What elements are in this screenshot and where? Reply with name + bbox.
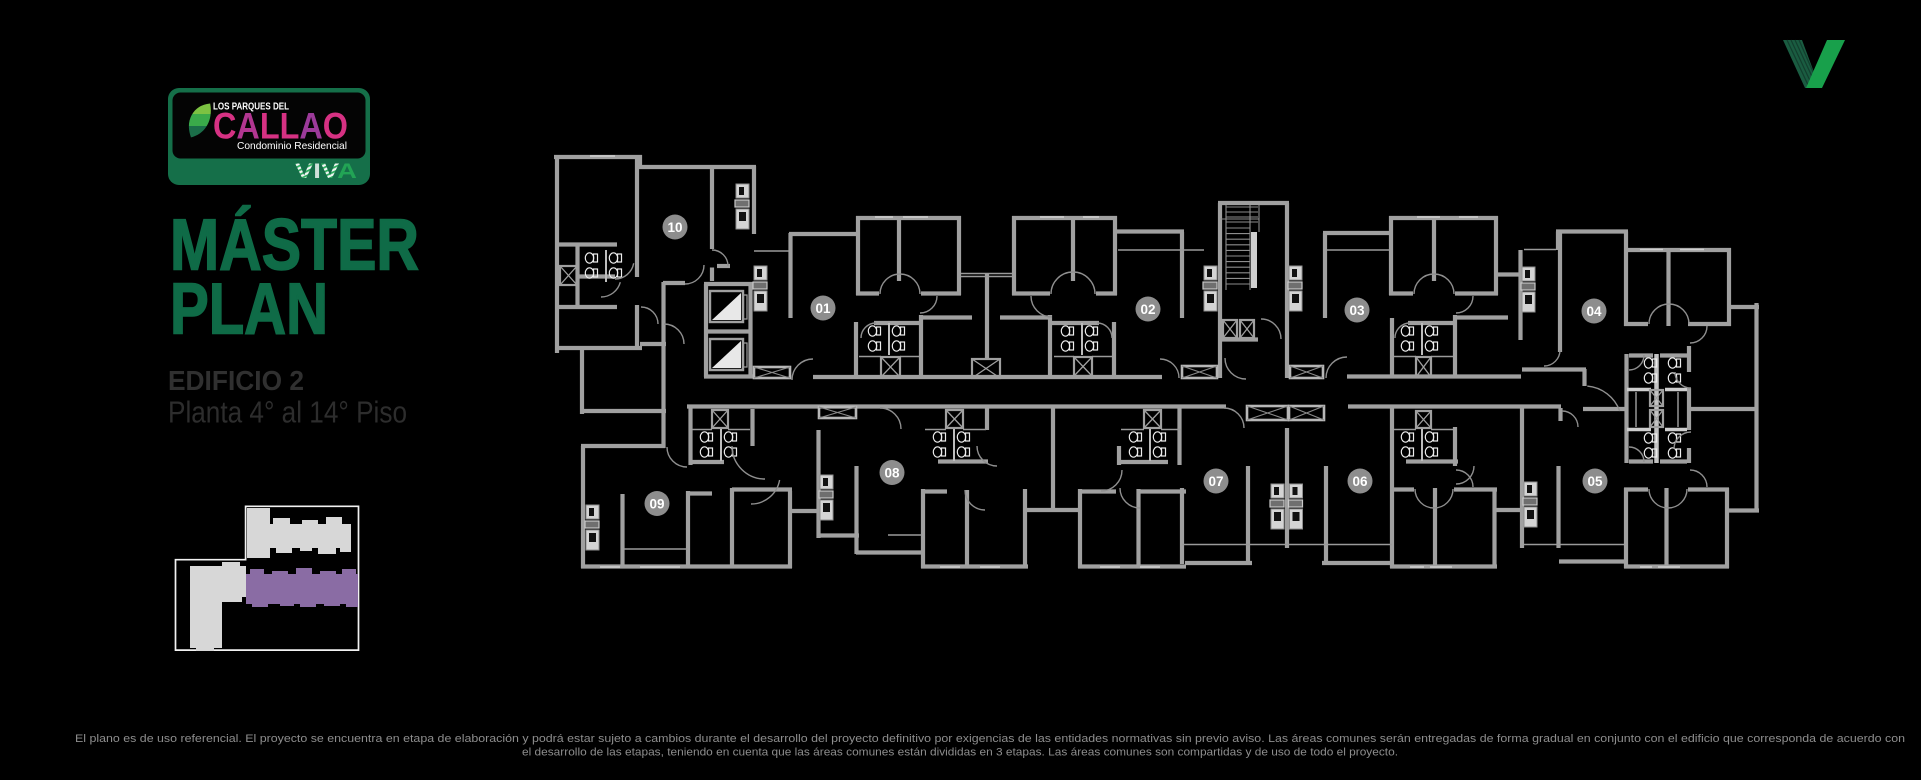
svg-text:07: 07 (1208, 474, 1223, 489)
svg-text:LOS PARQUES DEL: LOS PARQUES DEL (213, 102, 289, 113)
svg-text:09: 09 (649, 496, 664, 511)
svg-text:01: 01 (815, 301, 831, 316)
svg-text:05: 05 (1587, 474, 1603, 489)
svg-text:El plano es de uso referencial: El plano es de uso referencial. El proye… (75, 733, 1905, 745)
svg-text:04: 04 (1586, 304, 1602, 319)
svg-text:06: 06 (1352, 474, 1368, 489)
svg-text:CALLAO: CALLAO (213, 106, 348, 147)
svg-text:PLAN: PLAN (170, 270, 328, 350)
svg-text:02: 02 (1140, 302, 1155, 317)
svg-text:10: 10 (667, 220, 682, 235)
svg-text:Condominio Residencial: Condominio Residencial (237, 140, 347, 152)
svg-text:08: 08 (884, 465, 900, 480)
svg-text:el desarrollo de las etapas, t: el desarrollo de las etapas, teniendo en… (522, 747, 1398, 759)
svg-text:MÁSTER: MÁSTER (170, 206, 419, 286)
svg-text:EDIFICIO 2: EDIFICIO 2 (168, 365, 304, 396)
svg-text:03: 03 (1349, 303, 1365, 318)
svg-text:Planta 4° al 14° Piso: Planta 4° al 14° Piso (168, 395, 407, 430)
